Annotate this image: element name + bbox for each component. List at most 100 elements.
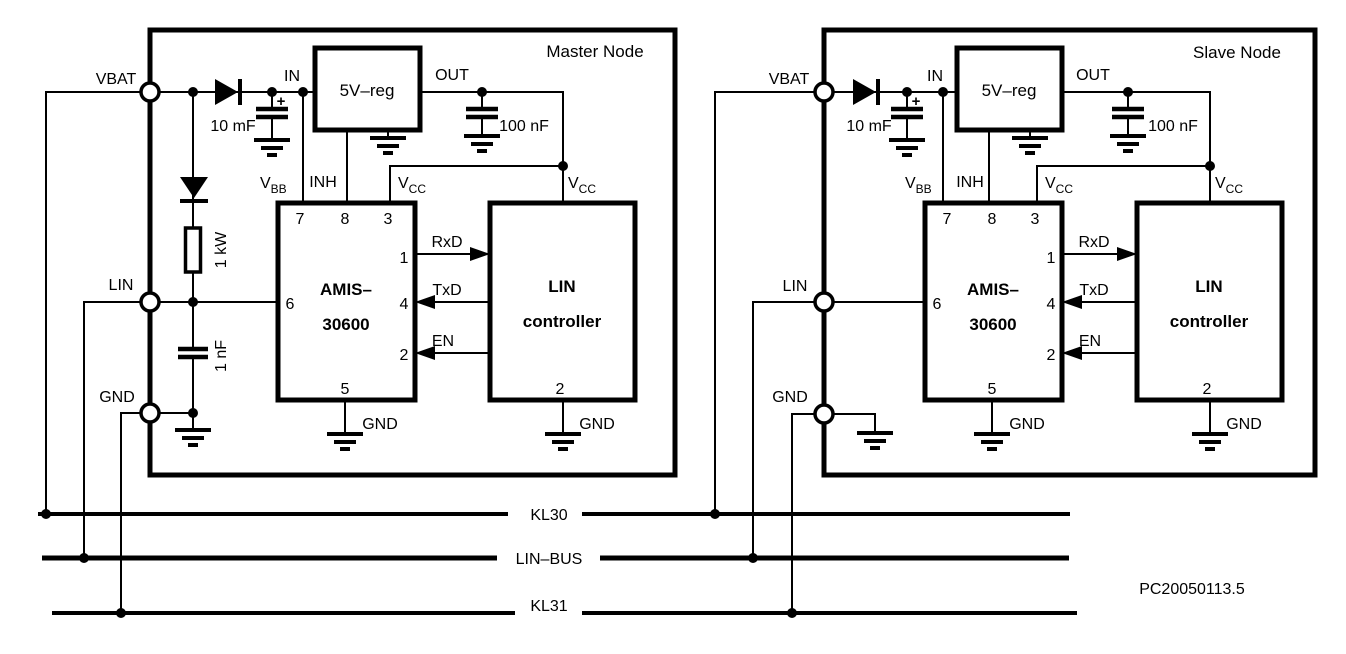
controller-gnd-label: GND [579,416,615,433]
transceiver-vcc-label: VCC [1045,175,1073,196]
transceiver-box [275,200,418,403]
lin-filter-capacitor [178,346,208,360]
regulator-out-label: OUT [435,67,469,84]
transceiver-name-line2: 30600 [322,315,369,334]
controller-pin-2: 2 [1203,381,1212,398]
vbb-label: VBB [260,175,287,196]
en-arrowhead [1062,346,1082,360]
drawing-code: PC20050113.5 [1139,581,1245,598]
vbat-terminal [813,81,835,103]
regulator-in-label: IN [284,68,300,85]
decoupling-capacitor-label: 100 nF [499,118,549,135]
ground-symbol [462,134,502,153]
controller-name-line1: LIN [1195,277,1222,296]
regulator-out-label: OUT [1076,67,1110,84]
en-arrowhead [415,346,435,360]
gnd-terminal [139,402,161,424]
pin-8: 8 [341,211,350,228]
decoupling-capacitor [466,106,498,120]
gnd-terminal [813,403,835,425]
txd-label: TxD [1079,282,1108,299]
master-node-box [147,27,678,478]
vbat-terminal-label: VBAT [96,71,137,88]
capacitor-plus-sign: + [912,93,921,110]
lin-terminal [813,291,835,313]
master-node: Master Node [41,27,678,618]
vbb-label: VBB [905,175,932,196]
pin-3: 3 [1031,211,1040,228]
ground-symbol [972,432,1012,451]
ground-symbol [1190,432,1230,451]
pin-5: 5 [341,381,350,398]
pin-2: 2 [1047,347,1056,364]
ground-symbol [325,432,365,451]
gnd-terminal-label: GND [99,389,135,406]
reverse-protection-diode [215,79,242,105]
pin-2: 2 [400,347,409,364]
transceiver-name-line1: AMIS– [320,280,372,299]
vbat-terminal-label: VBAT [769,71,810,88]
inh-label: INH [309,174,337,191]
transceiver-name-line2: 30600 [969,315,1016,334]
pin-4: 4 [400,296,409,313]
vbat-terminal [139,81,161,103]
ground-symbol [368,136,408,155]
lin-filter-capacitor-label: 1 nF [213,340,230,372]
controller-vcc-label: VCC [1215,175,1243,196]
transceiver-box [922,200,1065,403]
bulk-capacitor [891,106,923,120]
bulk-capacitor [256,106,288,120]
regulator-label: 5V–reg [340,81,395,100]
resistor-value-label: 1 kW [213,231,230,268]
transceiver-name-line1: AMIS– [967,280,1019,299]
master-wires [45,91,564,613]
controller-name-line2: controller [523,312,602,331]
controller-vcc-label: VCC [568,175,596,196]
rxd-arrowhead [1117,247,1137,261]
bus-lines: KL30 LIN–BUS KL31 PC20050113.5 [38,507,1245,615]
regulator-label: 5V–reg [982,81,1037,100]
rxd-arrowhead [470,247,490,261]
rxd-label: RxD [431,234,462,251]
controller-gnd-label: GND [1226,416,1262,433]
lin-bus-label: LIN–BUS [516,551,583,568]
lin-pullup-resistor [183,226,203,274]
transceiver-gnd-label: GND [362,416,398,433]
transceiver-gnd-label: GND [1009,416,1045,433]
junction-dots [41,87,568,618]
ground-symbol [543,432,583,451]
rxd-label: RxD [1078,234,1109,251]
ground-symbol [1010,136,1050,155]
ground-symbol [855,431,895,450]
controller-name-line2: controller [1170,312,1249,331]
slave-node-box [821,27,1318,478]
pin-3: 3 [384,211,393,228]
ground-symbol [1108,134,1148,153]
controller-pin-2: 2 [556,381,565,398]
lin-terminal [139,291,161,313]
bulk-capacitor-label: 10 mF [210,118,256,135]
lin-terminal-label: LIN [783,278,808,295]
bulk-capacitor-label: 10 mF [846,118,892,135]
txd-arrowhead [415,295,435,309]
inh-label: INH [956,174,984,191]
txd-arrowhead [1062,295,1082,309]
en-label: EN [1079,333,1101,350]
transceiver-vcc-label: VCC [398,175,426,196]
pin-4: 4 [1047,296,1056,313]
en-label: EN [432,333,454,350]
capacitor-plus-sign: + [277,93,286,110]
controller-box [487,200,638,403]
kl30-label: KL30 [530,507,567,524]
kl31-label: KL31 [530,598,567,615]
ground-symbol [252,138,292,157]
lin-pullup-diode [180,177,208,203]
pin-8: 8 [988,211,997,228]
pin-5: 5 [988,381,997,398]
master-node-title: Master Node [546,42,643,61]
reverse-protection-diode [853,79,880,105]
pin-7: 7 [296,211,305,228]
pin-1: 1 [400,250,409,267]
regulator-box [312,45,423,133]
ground-symbol [887,138,927,157]
